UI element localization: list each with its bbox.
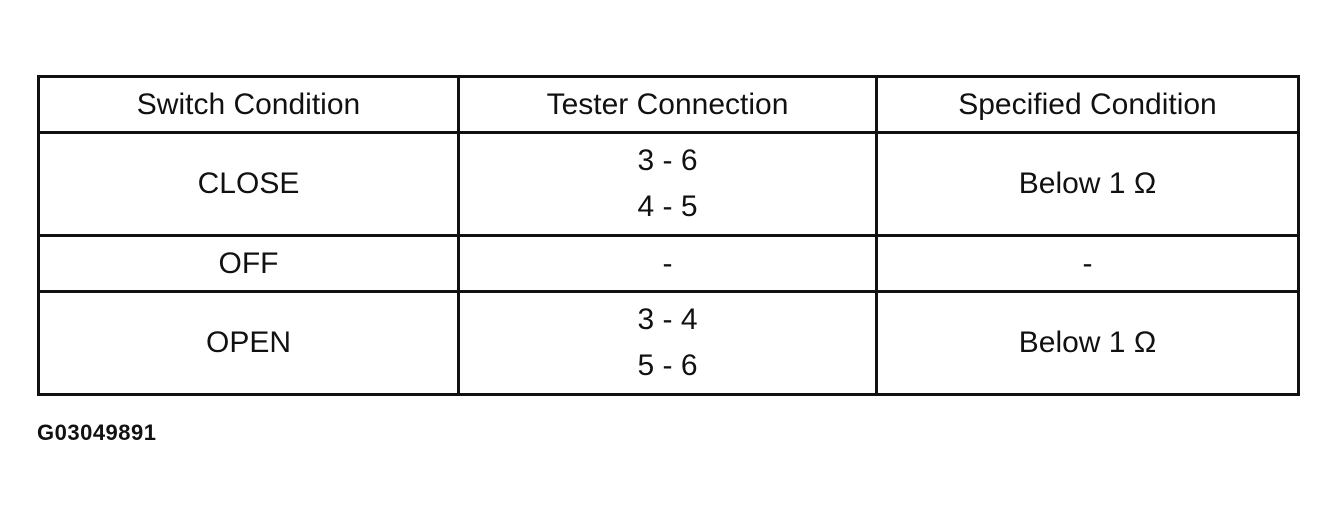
connection-line: 4 - 5	[637, 190, 698, 223]
specified-condition-cell: Below 1 Ω	[875, 131, 1300, 237]
tester-connection-cell: -	[457, 234, 878, 293]
tester-connection-cell: 3 - 4 5 - 6	[457, 290, 878, 396]
table-row: CLOSE 3 - 6 4 - 5 Below 1 Ω	[37, 131, 1300, 237]
specified-condition-cell: Below 1 Ω	[875, 290, 1300, 396]
specified-condition-cell: -	[875, 234, 1300, 293]
tester-connection-cell: 3 - 6 4 - 5	[457, 131, 878, 237]
switch-condition-cell: CLOSE	[37, 131, 460, 237]
switch-condition-cell: OPEN	[37, 290, 460, 396]
table-row: OFF - -	[37, 234, 1300, 293]
header-specified-condition: Specified Condition	[875, 75, 1300, 134]
switch-condition-cell: OFF	[37, 234, 460, 293]
connection-line: 3 - 4	[637, 303, 698, 336]
connection-line: 3 - 6	[637, 144, 698, 177]
switch-inspection-table: Switch Condition Tester Connection Speci…	[37, 75, 1300, 396]
header-tester-connection: Tester Connection	[457, 75, 878, 134]
figure-id-label: G03049891	[37, 420, 157, 445]
table-row: OPEN 3 - 4 5 - 6 Below 1 Ω	[37, 290, 1300, 396]
connection-line: -	[662, 246, 673, 280]
table-header-row: Switch Condition Tester Connection Speci…	[37, 75, 1300, 134]
connection-line: 5 - 6	[637, 349, 698, 382]
header-switch-condition: Switch Condition	[37, 75, 460, 134]
